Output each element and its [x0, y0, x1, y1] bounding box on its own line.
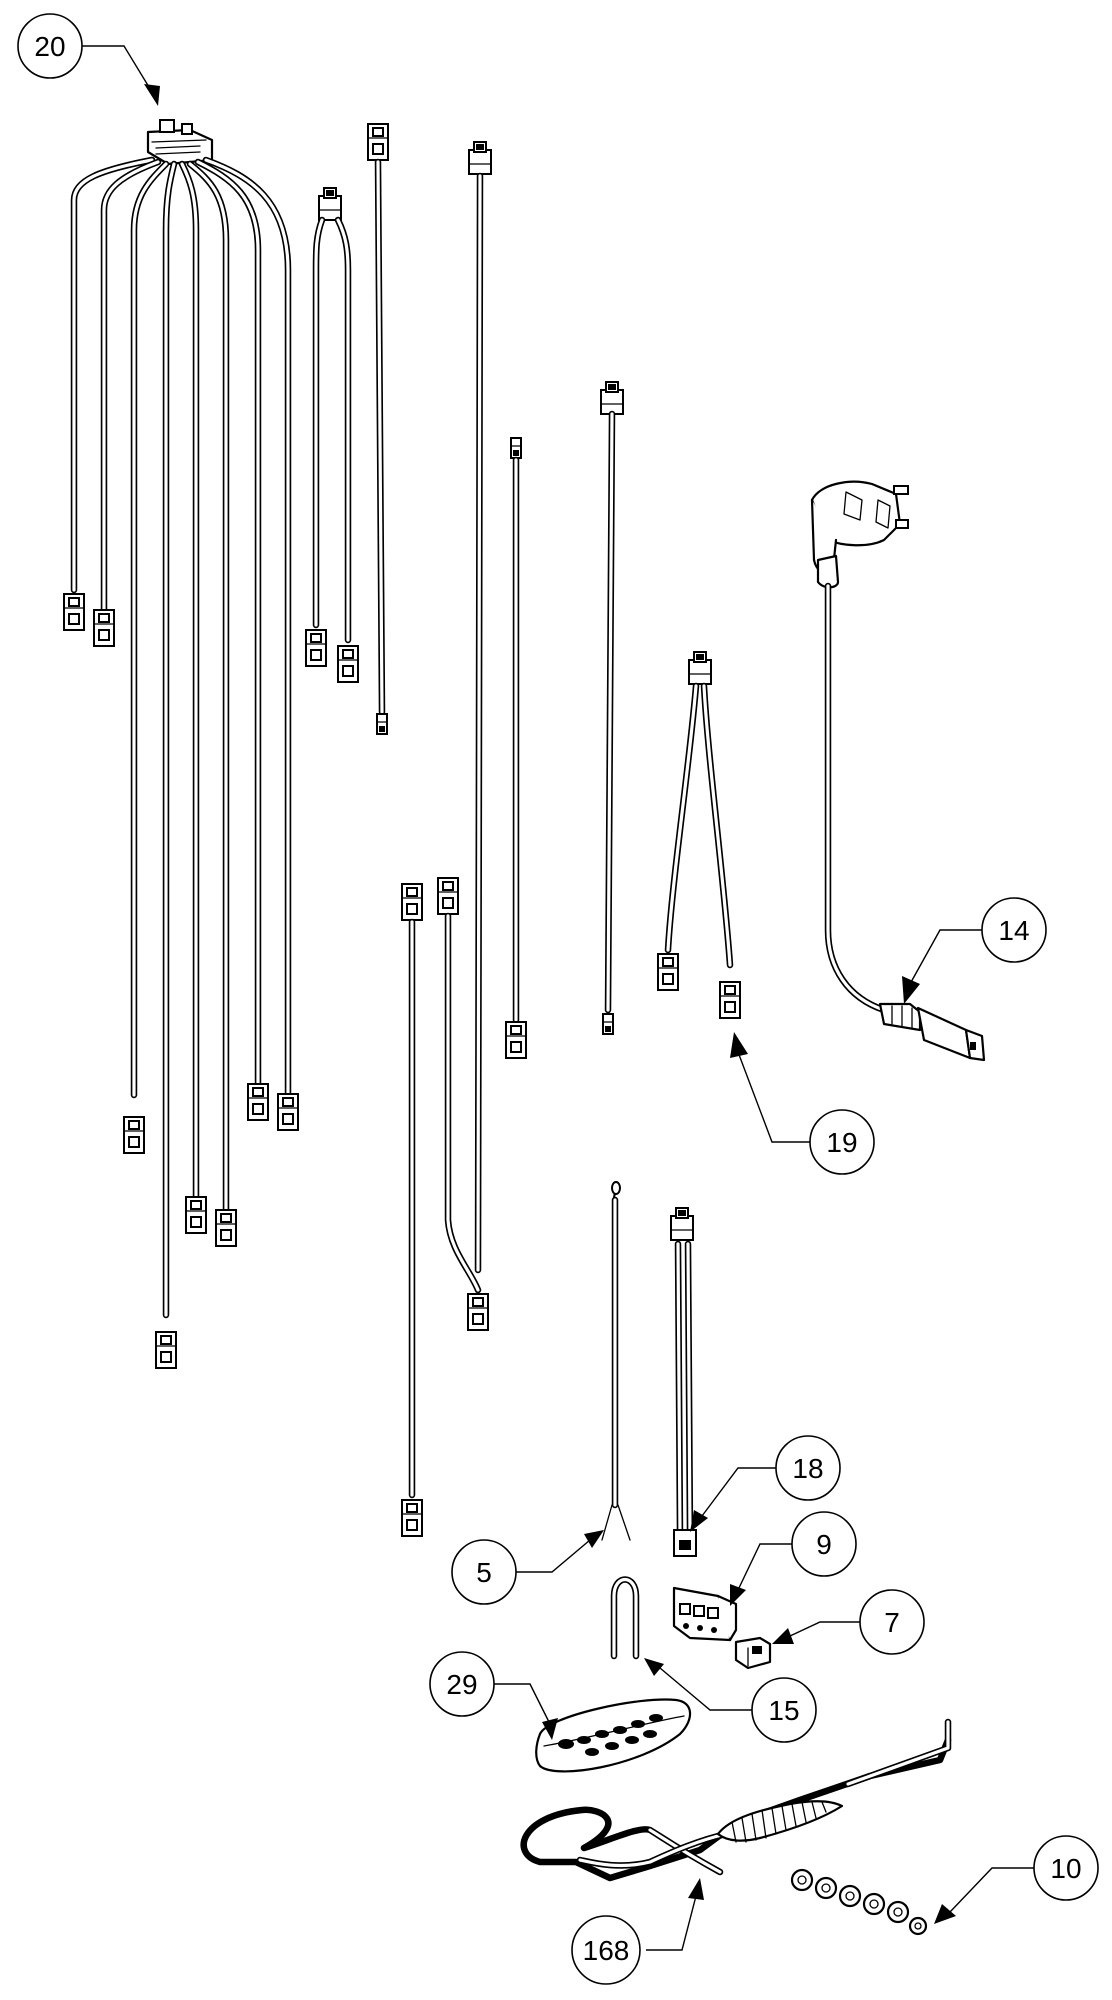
dual-harness-connector-left — [305, 629, 327, 667]
callout-14-label: 14 — [998, 915, 1029, 946]
short-wire-with-connector — [367, 123, 389, 735]
temperature-probe — [601, 1181, 631, 1541]
callout-14: 14 — [902, 897, 1047, 1004]
harness-connector-8 — [277, 1093, 299, 1131]
callout-18: 18 — [690, 1435, 841, 1532]
single-wire-mid — [505, 437, 527, 1059]
callout-19-label: 19 — [826, 1127, 857, 1158]
schuko-plug — [810, 480, 909, 589]
main-wiring-harness — [63, 119, 299, 1369]
short-wire-bottom-connector — [376, 713, 388, 735]
right-wire-top-connector — [600, 381, 624, 415]
harness-connector-1 — [63, 593, 85, 631]
y-harness-top-connector — [688, 651, 712, 685]
long-wire-top-connector — [468, 141, 492, 175]
heating-coil — [716, 1800, 844, 1843]
y-harness — [657, 651, 741, 1019]
two-wire-harness-lower — [401, 877, 489, 1537]
power-cord — [810, 480, 986, 1062]
long-single-wire — [468, 141, 492, 1274]
callout-20-label: 20 — [34, 31, 65, 62]
callout-7: 7 — [772, 1589, 925, 1655]
lower-harness-connector-b — [437, 877, 459, 915]
mid-wire-bottom-connector — [505, 1021, 527, 1059]
cable-with-connector — [670, 1207, 697, 1557]
right-wire-bottom-connector — [602, 1013, 614, 1035]
lower-harness-connector-d — [467, 1293, 489, 1331]
harness-connector-5 — [185, 1196, 207, 1234]
iec-connector — [878, 1002, 986, 1062]
short-wire-top-connector — [367, 123, 389, 161]
dual-harness-connector-right — [337, 645, 359, 683]
callout-18-label: 18 — [792, 1453, 823, 1484]
callout-9-label: 9 — [816, 1529, 832, 1560]
connector-plug — [734, 1636, 772, 1670]
single-wire-right — [600, 381, 624, 1035]
spring-clips — [790, 1868, 928, 1936]
callout-20: 20 — [17, 13, 160, 106]
callout-15: 15 — [644, 1658, 817, 1743]
callout-168: 168 — [571, 1878, 704, 1985]
callout-15-label: 15 — [768, 1695, 799, 1726]
callout-5-label: 5 — [476, 1557, 492, 1588]
dual-wire-harness-small — [305, 187, 359, 683]
terminal-block — [672, 1586, 738, 1642]
cable-top-connector — [670, 1207, 694, 1241]
mid-wire-top-connector — [510, 437, 522, 459]
lower-harness-connector-c — [401, 1499, 423, 1537]
harness-connector-3 — [123, 1116, 145, 1154]
callout-19: 19 — [730, 1032, 875, 1175]
harness-connector-7 — [247, 1083, 269, 1121]
y-harness-connector-left — [657, 953, 679, 991]
callout-168-label: 168 — [583, 1935, 630, 1966]
harness-connector-2 — [93, 609, 115, 647]
harness-multi-connector — [146, 119, 214, 166]
callout-10-label: 10 — [1050, 1853, 1081, 1884]
heating-element — [520, 1718, 952, 1882]
harness-connector-4 — [155, 1331, 177, 1369]
lower-harness-connector-a — [401, 883, 423, 921]
callout-9: 9 — [730, 1511, 857, 1606]
callout-5: 5 — [451, 1530, 604, 1605]
harness-connector-6 — [215, 1209, 237, 1247]
callout-29: 29 — [429, 1651, 558, 1740]
remote-control — [535, 1698, 692, 1773]
y-harness-connector-right — [719, 981, 741, 1019]
u-bracket — [610, 1576, 640, 1660]
harness-wires — [70, 156, 292, 1319]
callout-7-label: 7 — [884, 1607, 900, 1638]
dual-harness-top-connector — [318, 187, 342, 221]
callout-10: 10 — [934, 1835, 1099, 1924]
callout-29-label: 29 — [446, 1669, 477, 1700]
